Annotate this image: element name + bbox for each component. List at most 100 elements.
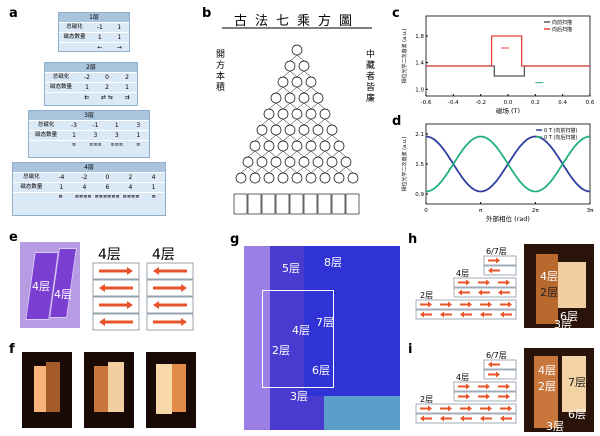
triangle-node [263, 172, 275, 184]
mag-value: 2 [128, 174, 133, 181]
triangle-node [284, 124, 296, 136]
triangle-link [324, 166, 333, 174]
shg-image-3 [146, 352, 196, 428]
x-tick-label: 0.6 [586, 100, 595, 106]
triangle-node [319, 108, 331, 120]
triangle-node [284, 60, 296, 72]
triangle-link [324, 134, 333, 142]
mag-value: -1 [92, 122, 99, 129]
triangle-base-cell [233, 193, 248, 215]
shg-image-2 [84, 352, 134, 428]
legend-label: 向后扫描 [552, 26, 572, 33]
triangle-link [310, 134, 319, 142]
spin-arrowhead [460, 415, 464, 422]
panel-label-h: h [408, 232, 418, 247]
mag-value: 3 [136, 122, 141, 129]
spin-arrowhead [480, 415, 484, 422]
shg-region [34, 366, 46, 412]
selection-rectangle [262, 290, 334, 388]
triangle-base-cell [331, 193, 346, 215]
table-title: 1层 [59, 13, 129, 22]
triangle-link [268, 150, 277, 158]
triangle-link [324, 150, 333, 158]
triangle-node [326, 124, 338, 136]
count-label: 磁态数量 [20, 184, 43, 190]
spin-arrowhead [127, 301, 133, 309]
triangle-title: 古法七乘方圖 [233, 14, 360, 29]
triangle-drawing [222, 27, 372, 215]
triangle-link [296, 150, 305, 158]
triangle-node [270, 156, 282, 168]
spin-arrowhead [181, 284, 187, 292]
triangle-node [340, 156, 352, 168]
layer-label: 7层 [316, 316, 334, 329]
triangle-base-cell [289, 193, 304, 215]
image-label: 6层 [568, 408, 586, 421]
image-label: 7层 [568, 376, 586, 389]
triangle-link [268, 118, 277, 126]
panel-label-c: c [392, 6, 400, 21]
triangle-node [291, 172, 303, 184]
shg-region [46, 362, 60, 412]
mag-value: 2 [125, 74, 129, 81]
count-value: 1 [59, 184, 64, 191]
layer-label: 4层 [292, 324, 310, 337]
arrow-stack-icon: ≣ [58, 194, 63, 200]
triangle-link [275, 86, 284, 94]
triangle-link [289, 70, 298, 78]
shg-image-h: 4层 2层 6层 3层 [524, 244, 594, 331]
mag-value: -1 [96, 24, 103, 31]
triangle-node [263, 108, 275, 120]
stack-label: 2层 [420, 395, 433, 404]
flake-label: 4层 [32, 280, 50, 293]
triangle-link [282, 134, 291, 142]
mag-label: 总磁化 [23, 174, 40, 180]
series-line [425, 135, 591, 193]
triangle-link [261, 166, 270, 174]
triangle-link [296, 86, 305, 94]
spin-arrowhead [448, 405, 452, 412]
triangle-link [261, 150, 270, 158]
count-value: 1 [125, 84, 129, 91]
spin-arrowhead [458, 289, 462, 296]
spin-arrowhead [486, 393, 490, 400]
count-value: 1 [72, 132, 76, 139]
spin-arrowhead [466, 383, 470, 390]
shg-region [562, 356, 586, 412]
layer-label: 5层 [282, 262, 300, 275]
triangle-link [296, 70, 305, 78]
spin-arrowhead [478, 289, 482, 296]
stack-label: 4层 [456, 269, 469, 278]
layer-label: 6层 [312, 364, 330, 377]
spin-arrowhead [466, 279, 470, 286]
spin-arrowhead [488, 267, 492, 274]
flake-optical-image: 4层 4层 [20, 242, 80, 328]
triangle-link [317, 150, 326, 158]
layer-label: 2层 [272, 344, 290, 357]
x-tick-label: 2π [532, 208, 539, 214]
image-label: 4层 [540, 270, 558, 283]
triangle-link [310, 102, 319, 110]
spin-arrowhead [506, 383, 510, 390]
shg-image-i: 4层 2层 7层 6层 3层 [524, 348, 594, 433]
spin-arrowhead [486, 383, 490, 390]
spin-arrowhead [488, 301, 492, 308]
triangle-node [319, 140, 331, 152]
triangle-link [282, 166, 291, 174]
legend-label: 0 T (向前扫描) [544, 127, 577, 134]
shg-image-1 [22, 352, 72, 428]
triangle-side-right: 中藏者皆廉 [366, 50, 376, 104]
triangle-link [254, 166, 263, 174]
triangle-link [275, 102, 284, 110]
triangle-base-cell [261, 193, 276, 215]
layer-region [304, 246, 400, 396]
triangle-link [303, 86, 312, 94]
x-tick-label: 0.0 [504, 100, 513, 106]
triangle-link [261, 134, 270, 142]
